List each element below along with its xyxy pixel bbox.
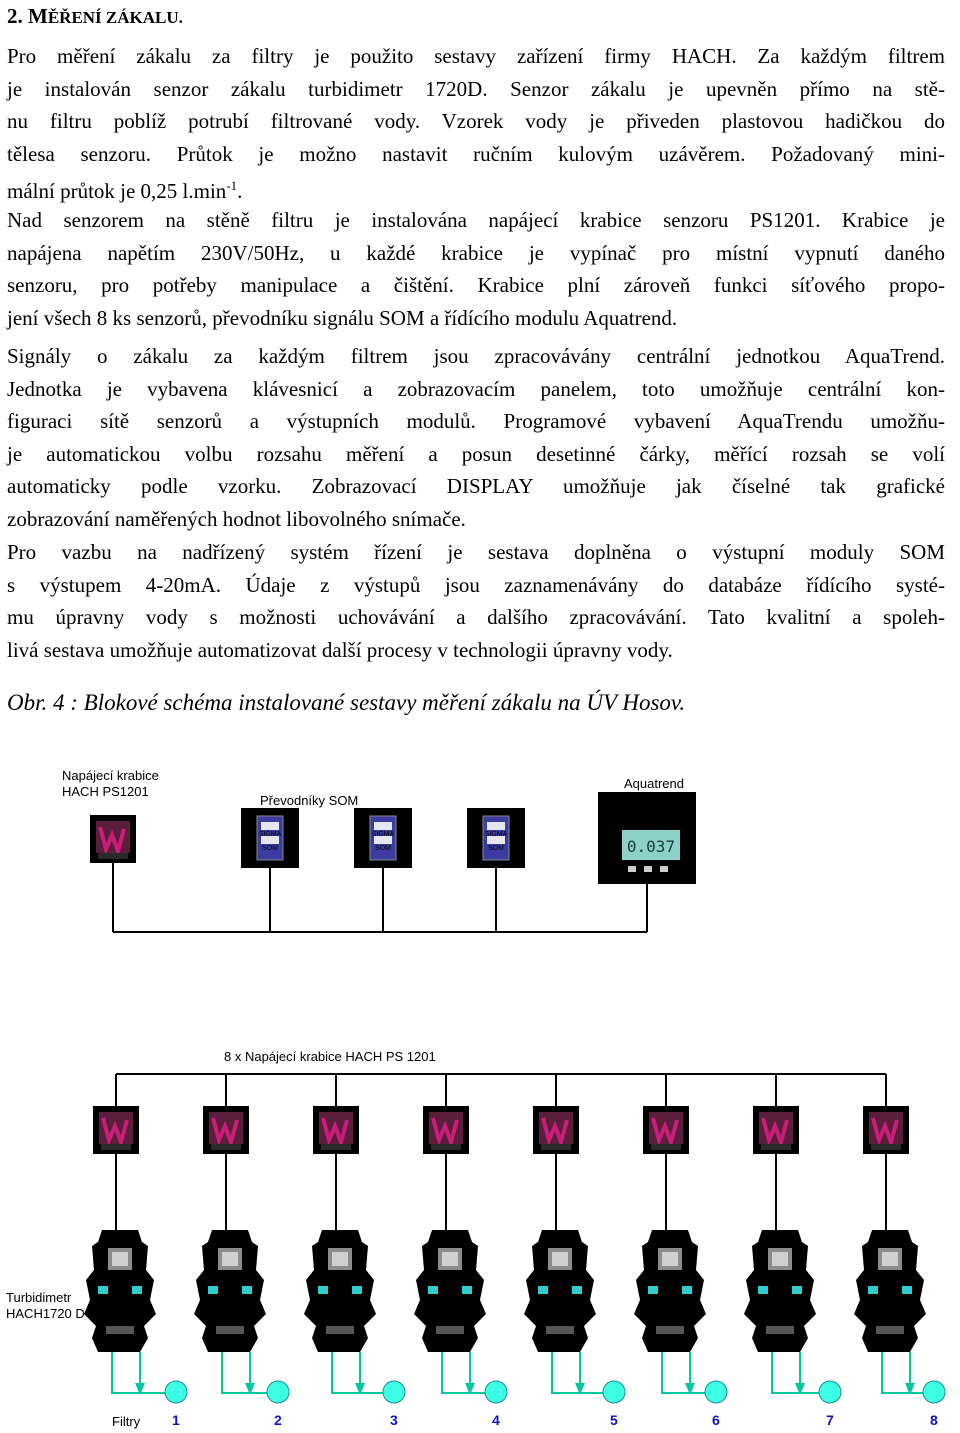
paragraph-2: Nad senzorem na stěně filtru je instalov…	[7, 204, 945, 334]
paragraph-line: automaticky podle vzorku. Zobrazovací DI…	[7, 474, 945, 498]
sample-pipes	[111, 1352, 928, 1394]
turbidimeter-row	[84, 1230, 926, 1352]
filter-number: 6	[712, 1412, 720, 1428]
flow-rate-exponent: -1	[226, 178, 238, 193]
filter-3-icon	[382, 1380, 406, 1404]
paragraph-line: Nad senzorem na stěně filtru je instalov…	[7, 208, 945, 232]
turbidimeter-icon	[854, 1230, 926, 1352]
filter-number: 1	[172, 1412, 180, 1428]
som-module-3-icon	[466, 807, 526, 869]
turbidimeter-icon	[194, 1230, 266, 1352]
paragraph-line: zobrazování naměřených hodnot libovolnéh…	[7, 506, 466, 531]
filter-4-icon	[484, 1380, 508, 1404]
power-box-icon	[641, 1104, 691, 1156]
filter-7-icon	[818, 1380, 842, 1404]
power-box-label-line: Napájecí krabice	[62, 768, 159, 783]
som-converters-label: Převodníky SOM	[260, 793, 359, 808]
paragraph-line: Pro vazbu na nadřízený systém řízení je …	[7, 540, 945, 564]
power-boxes-row-label: 8 x Napájecí krabice HACH PS 1201	[224, 1049, 436, 1064]
filter-number: 2	[274, 1412, 282, 1428]
filter-number: 5	[610, 1412, 618, 1428]
turbidimeter-icon	[634, 1230, 706, 1352]
power-box-icon	[421, 1104, 471, 1156]
turbidimeter-icon	[84, 1230, 156, 1352]
paragraph-line: Pro měření zákalu za filtry je použito s…	[7, 44, 945, 68]
turbidimeter-label-line: Turbidimetr	[6, 1290, 72, 1305]
filter-2-icon	[266, 1380, 290, 1404]
paragraph-line: jení všech 8 ks senzorů, převodníku sign…	[7, 305, 678, 330]
paragraph-line: mální průtok je 0,25 l.min-1.	[7, 170, 945, 208]
power-box-label-line: HACH PS1201	[62, 784, 149, 799]
som-module-2-icon	[353, 807, 413, 869]
paragraph-line: mu úpravny vody s možnosti uchovávání a …	[7, 605, 945, 629]
paragraph-line: s výstupem 4-20mA. Údaje z výstupů jsou …	[7, 572, 945, 597]
paragraph-line: livá sestava umožňuje automatizovat dalš…	[7, 637, 673, 662]
filter-8-icon	[922, 1380, 946, 1404]
paragraph-line: figuraci sítě senzorů a výstupních modul…	[7, 409, 945, 433]
power-box-icon	[861, 1104, 911, 1156]
section-heading: 2. MĚŘENÍ ZÁKALU.	[7, 4, 183, 29]
power-box-label: Napájecí krabice HACH PS1201	[62, 768, 159, 800]
sensor-cables	[115, 1154, 887, 1232]
filter-circles	[164, 1380, 946, 1404]
paragraph-line: je instalován senzor zákalu turbidimetr …	[7, 76, 945, 101]
filter-number: 8	[930, 1412, 938, 1428]
top-wiring	[112, 845, 648, 933]
som-module-1-icon	[240, 807, 300, 869]
paragraph-line: tělesa senzoru. Průtok je možno nastavit…	[7, 141, 945, 166]
pipe-arrows	[135, 1383, 915, 1395]
som-label: SOM	[375, 845, 391, 852]
filter-number: 3	[390, 1412, 398, 1428]
turbidimeter-label: Turbidimetr HACH1720 D	[6, 1290, 85, 1322]
filter-6-icon	[704, 1380, 728, 1404]
filter-5-icon	[602, 1380, 626, 1404]
section-title-rest: ĚŘENÍ ZÁKALU.	[47, 8, 183, 27]
paragraph-line: Jednotka je vybavena klávesnicí a zobraz…	[7, 376, 945, 401]
aquatrend-unit-icon: 0.037	[598, 792, 696, 884]
power-box-icon	[91, 1104, 141, 1156]
som-label: SOM	[262, 845, 278, 852]
paragraph-line: je automatickou volbu rozsahu měření a p…	[7, 441, 945, 466]
turbidimeter-icon	[744, 1230, 816, 1352]
power-box-icon	[311, 1104, 361, 1156]
som-label: SOM	[488, 845, 504, 852]
paragraph-line: napájena napětím 230V/50Hz, u každé krab…	[7, 240, 945, 265]
filter-number: 4	[492, 1412, 500, 1428]
power-box-row	[91, 1104, 911, 1156]
power-box-icon	[751, 1104, 801, 1156]
aquatrend-display-value: 0.037	[627, 837, 675, 856]
paragraph-line: senzoru, pro potřeby manipulace a čištěn…	[7, 273, 945, 297]
aquatrend-label: Aquatrend	[624, 776, 684, 791]
flow-rate-text: mální průtok je 0,25 l.min	[7, 179, 227, 203]
paragraph-3: Signály o zákalu za každým filtrem jsou …	[7, 340, 945, 535]
paragraph-4: Pro vazbu na nadřízený systém řízení je …	[7, 536, 945, 666]
turbidimeter-icon	[304, 1230, 376, 1352]
som-label: SIGMA	[259, 831, 282, 838]
som-label: SIGMA	[485, 831, 508, 838]
filters-label: Filtry	[112, 1414, 141, 1429]
turbidimeter-icon	[524, 1230, 596, 1352]
turbidimeter-label-line: HACH1720 D	[6, 1306, 85, 1321]
section-title-initial: M	[28, 4, 48, 28]
power-box-icon	[201, 1104, 251, 1156]
paragraph-line: nu filtru poblíž potrubí filtrované vody…	[7, 109, 945, 133]
filter-number: 7	[826, 1412, 834, 1428]
som-module-labels: SIGMA SOM SIGMA SOM SIGMA SOM	[259, 831, 508, 852]
paragraph-line: Signály o zákalu za každým filtrem jsou …	[7, 344, 945, 368]
som-label: SIGMA	[372, 831, 395, 838]
figure-caption: Obr. 4 : Blokové schéma instalované sest…	[7, 690, 686, 715]
paragraph-1: Pro měření zákalu za filtry je použito s…	[7, 40, 945, 208]
section-number: 2.	[7, 4, 23, 28]
turbidimeter-icon	[414, 1230, 486, 1352]
power-box-icon	[88, 813, 138, 865]
power-box-icon	[531, 1104, 581, 1156]
flow-rate-end: .	[237, 179, 243, 203]
power-bus-wiring	[115, 1073, 887, 1108]
filter-1-icon	[164, 1380, 188, 1404]
